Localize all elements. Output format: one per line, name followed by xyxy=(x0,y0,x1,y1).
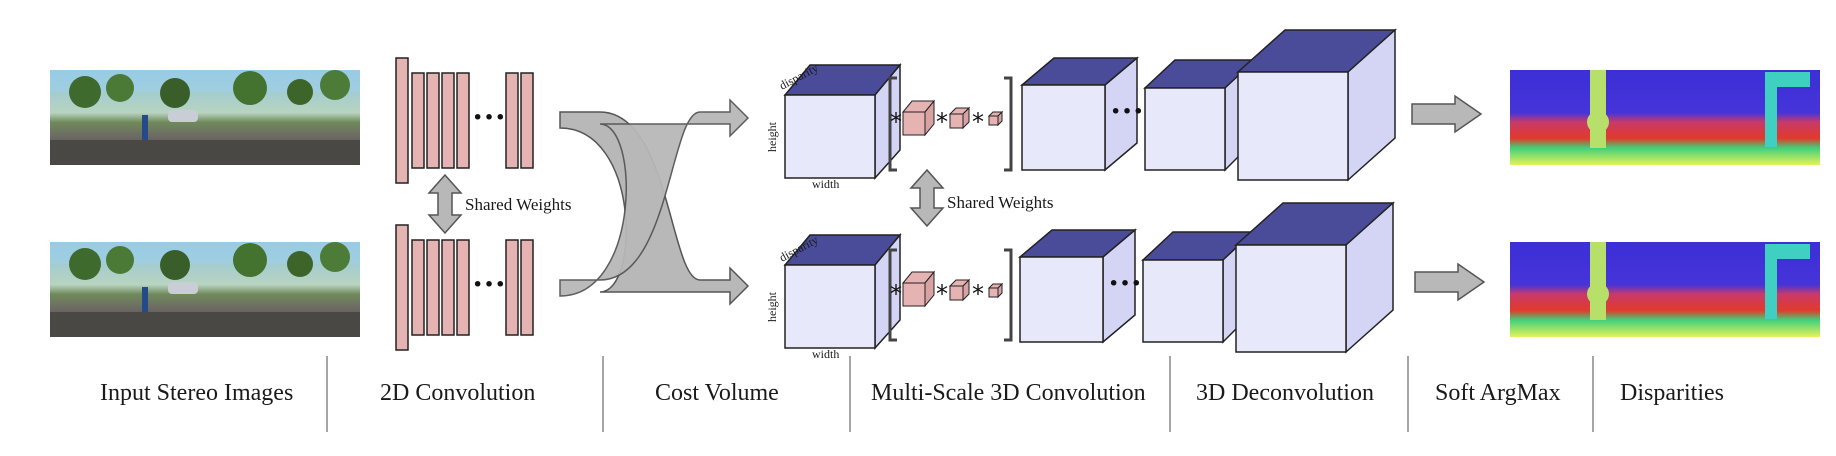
conv2d-stack-top: ··· xyxy=(395,57,534,184)
soft-argmax-arrow-top xyxy=(1411,94,1483,134)
conv-star-bottom-1: * xyxy=(890,280,902,308)
stage-label-soft-argmax: Soft ArgMax xyxy=(1435,380,1561,406)
conv-star-top-3: * xyxy=(972,108,984,136)
conv-dots-top: ··· xyxy=(472,99,506,136)
cost-volume-cube-bottom xyxy=(783,232,902,350)
deconv-cube-top-large xyxy=(1236,28,1397,182)
stage-label-2d-conv: 2D Convolution xyxy=(380,380,535,406)
conv3d-dots-top: ··· xyxy=(1110,93,1144,130)
conv3d-output-cube-bottom xyxy=(1017,228,1138,344)
conv-star-top-2: * xyxy=(936,108,948,136)
conv-dots-bottom: ··· xyxy=(472,266,506,303)
cost-volume-cube-top xyxy=(783,62,902,180)
input-image-left xyxy=(50,70,360,165)
conv-star-bottom-2: * xyxy=(936,280,948,308)
conv3d-output-cube-top xyxy=(1019,56,1140,172)
cube-bottom-width-label: width xyxy=(812,347,839,361)
conv3d-kernels-top: * * * xyxy=(888,76,1013,172)
shared-weights-label-left: Shared Weights xyxy=(465,195,571,214)
conv-star-top-1: * xyxy=(890,108,902,136)
cube-bottom-height-label: height xyxy=(765,291,779,322)
stage-label-3d-deconv: 3D Deconvolution xyxy=(1196,380,1374,406)
stage-label-input: Input Stereo Images xyxy=(100,380,293,406)
conv3d-dots-bottom: ··· xyxy=(1108,265,1142,302)
stage-dividers xyxy=(326,356,1594,432)
shared-weights-label-right: Shared Weights xyxy=(947,193,1053,212)
conv2d-stack-bottom: ··· xyxy=(395,224,534,351)
shared-weights-arrow-right xyxy=(909,168,945,228)
disparity-map-top xyxy=(1510,70,1820,165)
stage-label-cost-volume: Cost Volume xyxy=(655,380,779,406)
deconv-cube-bottom-large xyxy=(1234,201,1395,354)
shared-weights-arrow-left xyxy=(427,173,463,235)
conv-star-bottom-3: * xyxy=(972,280,984,308)
stage-label-3d-conv: Multi-Scale 3D Convolution xyxy=(871,380,1146,406)
cube-top-width-label: width xyxy=(812,177,839,191)
soft-argmax-arrow-bottom xyxy=(1414,262,1486,302)
cube-top-height-label: height xyxy=(765,121,779,152)
cost-volume-cross-arrows xyxy=(559,98,750,306)
conv3d-kernels-bottom: * * * xyxy=(888,248,1013,342)
stage-label-disparities: Disparities xyxy=(1620,380,1724,406)
input-image-right xyxy=(50,242,360,337)
disparity-map-bottom xyxy=(1510,242,1820,337)
